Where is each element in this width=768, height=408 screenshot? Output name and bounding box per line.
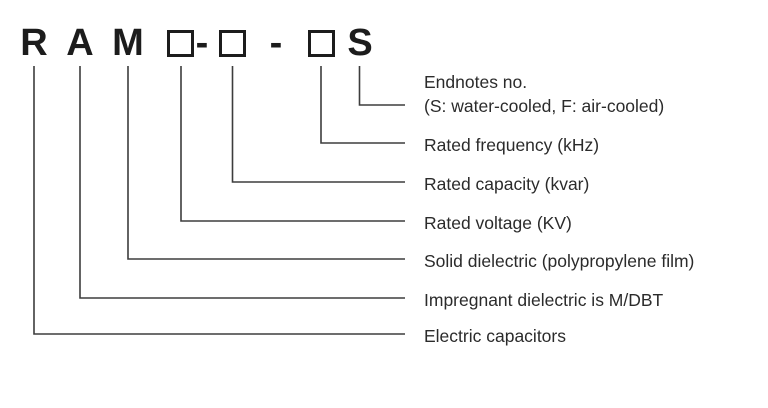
connector-endnotes — [358, 66, 405, 106]
model-letter-m: M — [112, 22, 144, 64]
connector-electric-capacitors — [33, 66, 405, 335]
connector-impregnant-dielectric — [79, 66, 405, 299]
connector-solid-dielectric — [127, 66, 405, 260]
placeholder-box-rated-frequency — [308, 30, 335, 57]
separator-hyphen-2: - — [269, 22, 283, 64]
label-rated-capacity: Rated capacity (kvar) — [424, 174, 590, 194]
label-endnotes-line1: Endnotes no. — [424, 72, 528, 92]
label-impregnant-dielectric: Impregnant dielectric is M/DBT — [424, 290, 664, 310]
model-letter-s: S — [347, 22, 373, 64]
label-rated-voltage: Rated voltage (KV) — [424, 213, 572, 233]
model-letter-r: R — [20, 22, 48, 64]
label-endnotes: Endnotes no. (S: water-cooled, F: air-co… — [424, 70, 664, 118]
connector-rated-frequency — [320, 66, 405, 144]
label-endnotes-line2: (S: water-cooled, F: air-cooled) — [424, 96, 665, 116]
label-electric-capacitors: Electric capacitors — [424, 326, 566, 346]
model-letter-a: A — [66, 22, 94, 64]
connector-rated-capacity — [231, 66, 405, 183]
connector-rated-voltage — [180, 66, 405, 222]
placeholder-box-rated-capacity — [219, 30, 246, 57]
label-rated-frequency: Rated frequency (kHz) — [424, 135, 600, 155]
label-solid-dielectric: Solid dielectric (polypropylene film) — [424, 251, 695, 271]
placeholder-box-rated-voltage — [167, 30, 194, 57]
separator-hyphen-1: - — [195, 22, 209, 64]
